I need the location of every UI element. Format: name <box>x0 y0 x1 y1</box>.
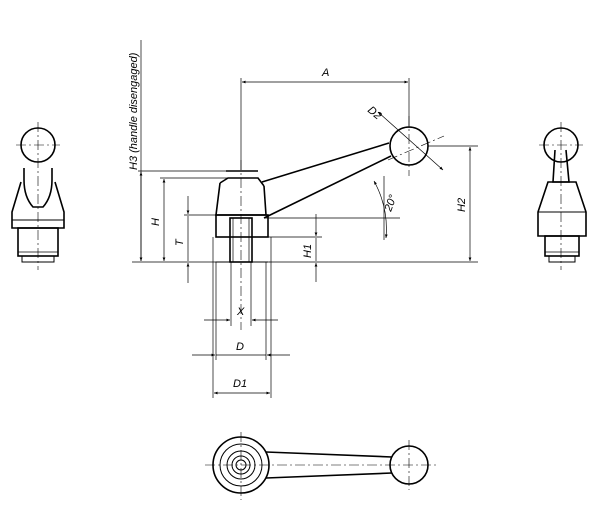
label-t: T <box>174 238 186 246</box>
label-x: X <box>236 306 245 318</box>
label-d1: D1 <box>233 378 247 390</box>
label-a: A <box>321 67 329 79</box>
label-d: D <box>236 341 244 353</box>
left-side-view <box>11 122 65 270</box>
top-view <box>205 432 438 500</box>
label-h2: H2 <box>456 198 468 212</box>
dimensions <box>132 40 478 398</box>
label-h: H <box>150 218 162 226</box>
dimension-labels: A D2 H3 (handle disengaged) H T H1 H2 20… <box>128 52 468 390</box>
label-h3: H3 (handle disengaged) <box>128 52 140 170</box>
front-view <box>215 116 445 330</box>
label-angle: 20° <box>382 193 400 214</box>
label-h1: H1 <box>302 244 314 258</box>
right-side-view <box>537 122 587 270</box>
label-d2: D2 <box>365 104 383 122</box>
